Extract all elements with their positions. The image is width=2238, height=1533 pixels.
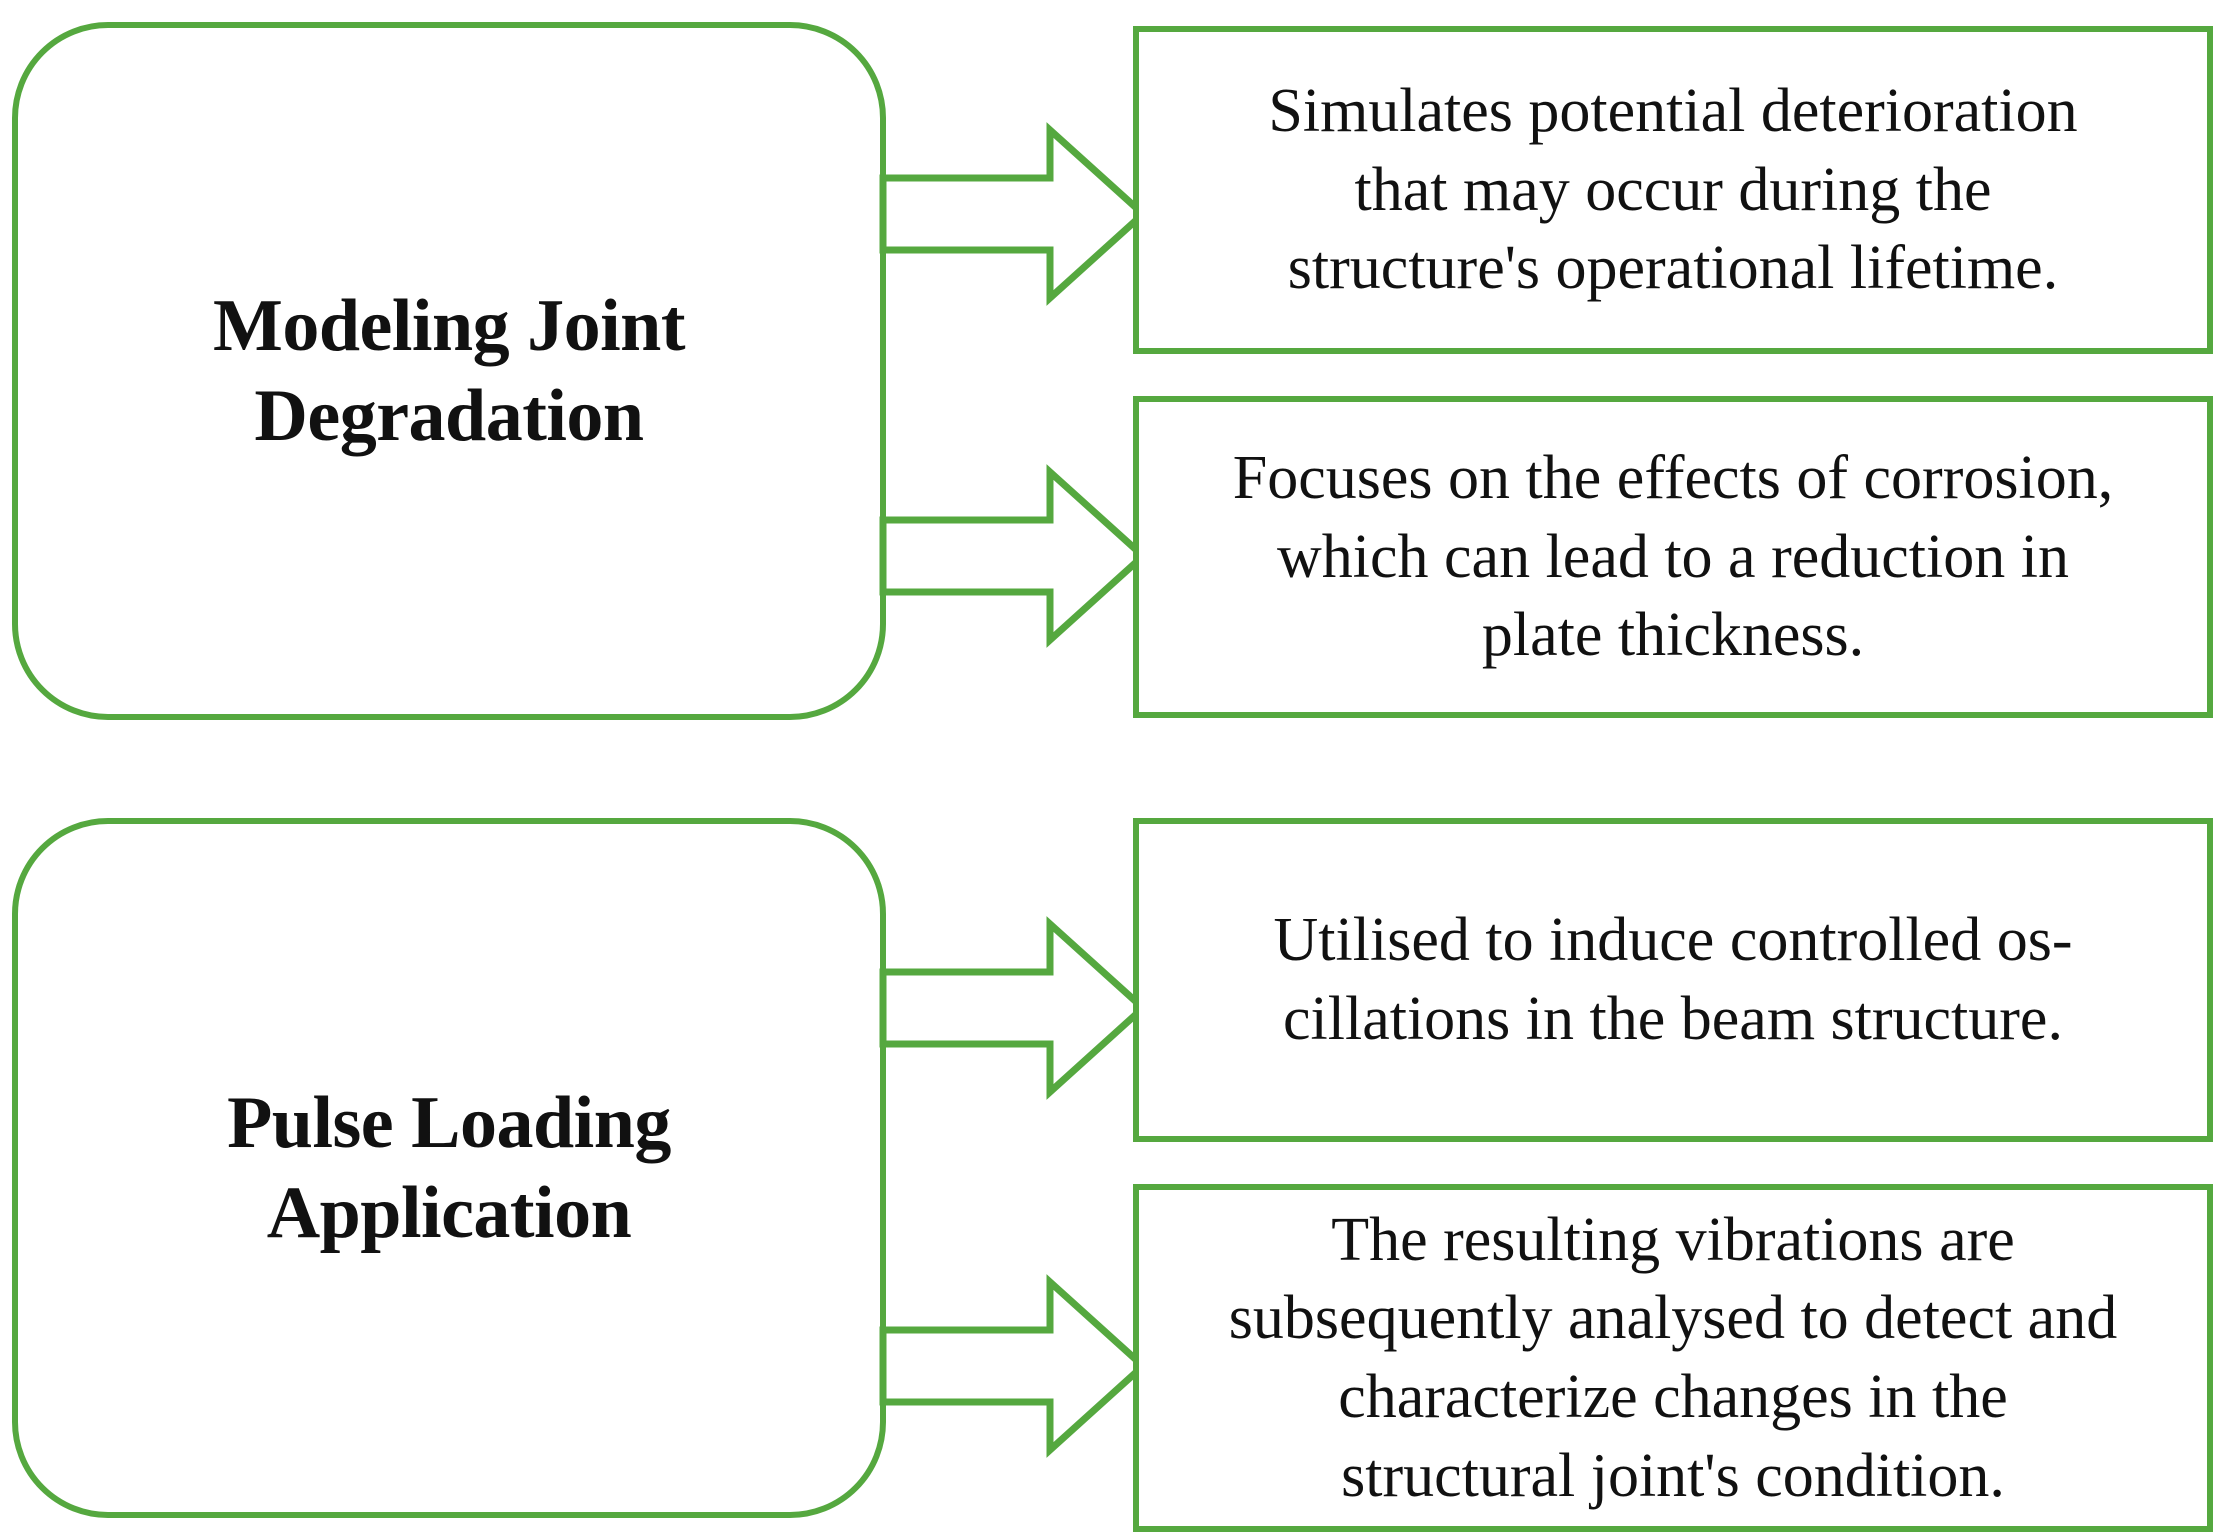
process-box-label-line-2: Degradation — [254, 375, 644, 457]
detail-line: The resulting vibrations are — [1331, 1205, 2015, 1274]
detail-line: Utilised to induce controlled os- — [1273, 906, 2073, 975]
process-box-label-line-1: Modeling Joint — [213, 284, 685, 367]
detail-line: plate thickness. — [1481, 601, 1865, 670]
right-block-arrow-glyph — [879, 916, 1149, 1100]
detail-box-label: Focuses on the effects of corrosion, whi… — [1199, 439, 2147, 675]
detail-line: subsequently analysed to detect and — [1228, 1284, 2118, 1353]
detail-box-label: Simulates potential deterioration that m… — [1234, 72, 2111, 308]
right-block-arrow-icon — [879, 122, 1149, 306]
detail-box-label: Utilised to induce controlled os- cillat… — [1240, 901, 2107, 1058]
detail-line: that may occur during the — [1354, 155, 1992, 224]
process-box-label-line-2: Application — [266, 1172, 632, 1254]
detail-line: cillations in the beam structure. — [1283, 985, 2063, 1053]
process-box-label: Pulse Loading Application — [187, 1078, 711, 1259]
detail-line: which can lead to a reduction in — [1277, 522, 2069, 591]
detail-box-vibration-analysis[interactable]: The resulting vibrations are subsequentl… — [1133, 1184, 2213, 1532]
right-block-arrow-icon — [879, 916, 1149, 1100]
process-box-label-line-1: Pulse Loading — [227, 1081, 671, 1164]
detail-line: Focuses on the effects of corrosion, — [1232, 443, 2114, 512]
right-block-arrow-glyph — [879, 464, 1149, 648]
detail-box-controlled-oscillations[interactable]: Utilised to induce controlled os- cillat… — [1133, 818, 2213, 1142]
right-block-arrow-glyph — [879, 122, 1149, 306]
right-block-arrow-icon — [879, 1274, 1149, 1458]
detail-box-simulates-deterioration[interactable]: Simulates potential deterioration that m… — [1133, 26, 2213, 354]
detail-line: structure's operational lifetime. — [1287, 234, 2059, 303]
detail-box-label: The resulting vibrations are subsequentl… — [1195, 1201, 2151, 1516]
right-block-arrow-icon — [879, 464, 1149, 648]
detail-box-corrosion-effects[interactable]: Focuses on the effects of corrosion, whi… — [1133, 396, 2213, 718]
process-box-pulse-loading-application[interactable]: Pulse Loading Application — [12, 818, 886, 1518]
right-block-arrow-glyph — [879, 1274, 1149, 1458]
process-box-label: Modeling Joint Degradation — [173, 281, 725, 462]
detail-line: structural joint's condition. — [1341, 1441, 2005, 1510]
detail-line: characterize changes in the — [1338, 1363, 2008, 1431]
detail-line: Simulates potential deterioration — [1268, 76, 2078, 145]
process-box-modeling-joint-degradation[interactable]: Modeling Joint Degradation — [12, 22, 886, 720]
